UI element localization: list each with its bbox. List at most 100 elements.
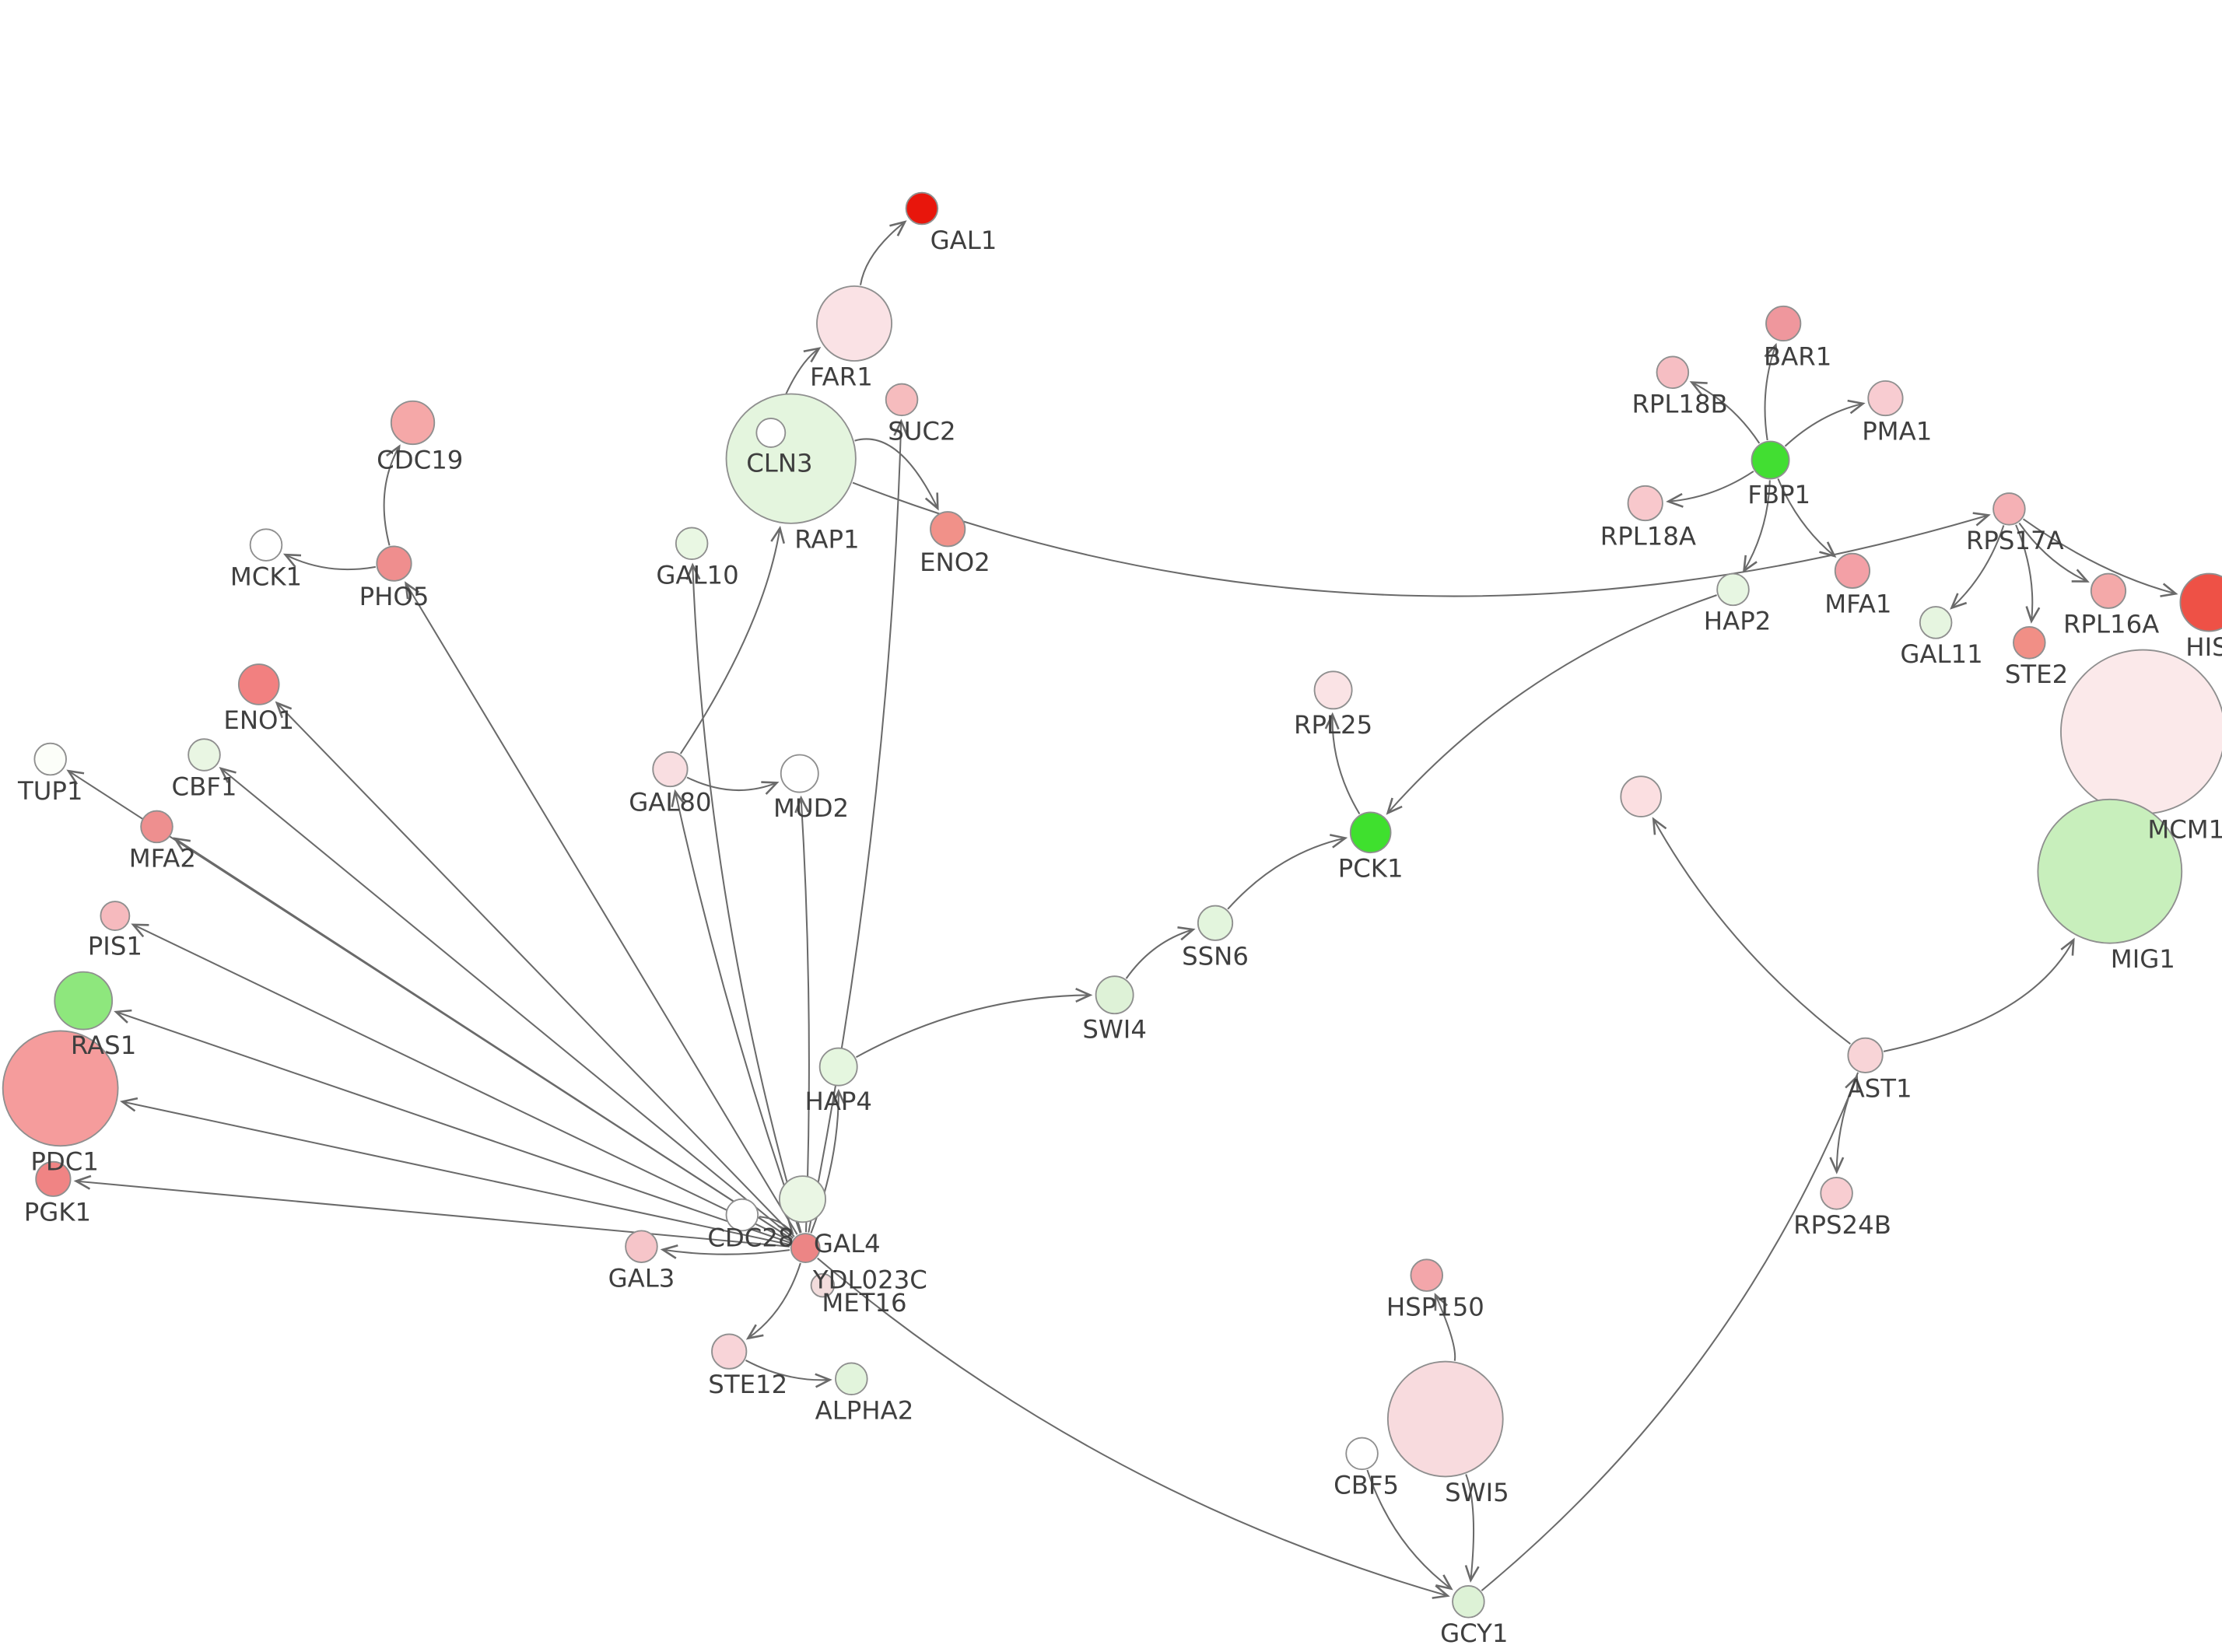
node-label-SUC2: SUC2 [888,417,955,446]
node-PMA1[interactable] [1867,380,1904,417]
node-CBF5[interactable] [1345,1437,1379,1471]
node-FAR1[interactable] [816,285,893,362]
edge-GAL4-SUC2 [808,418,909,1233]
edge-FBP1-RPL18B [1689,381,1761,444]
node-GCY1[interactable] [1452,1585,1485,1619]
node-SSN6[interactable] [1197,905,1234,941]
node-GAL1[interactable] [905,191,939,226]
node-YDL023C[interactable] [778,1175,826,1223]
node-ENO1[interactable] [237,663,280,705]
node-TUP1[interactable] [33,742,67,776]
node-HIS4[interactable] [2179,572,2222,632]
node-NODE_A[interactable] [1620,775,1662,817]
node-label-HIS4: HIS4 [2185,632,2222,662]
node-label-GAL1: GAL1 [931,226,997,255]
edge-GAL4-GAL3 [660,1244,790,1259]
edge-CDC28-GAL4 [759,1216,794,1235]
node-CDC28[interactable] [725,1198,759,1232]
node-GAL3[interactable] [625,1230,658,1263]
edge-AST1-NODE_A [1652,817,1851,1045]
node-RPS24B[interactable] [1820,1177,1853,1210]
node-label-FBP1: FBP1 [1747,480,1810,509]
edge-SWI5-HSP150 [1434,1293,1456,1361]
node-label-PGK1: PGK1 [24,1197,91,1227]
edge-GAL4-GCY1 [817,1257,1450,1599]
node-RPL18A[interactable] [1627,485,1663,522]
node-RPS17A[interactable] [1992,492,2026,526]
node-GAL4[interactable] [790,1233,821,1263]
node-RAS1[interactable] [54,971,114,1031]
edge-SWI5-GCY1 [1464,1474,1480,1583]
node-MFA1[interactable] [1834,552,1871,589]
node-STE2[interactable] [2013,626,2046,660]
node-label-SWI4: SWI4 [1082,1015,1147,1045]
edge-HAP2-PCK1 [1386,594,1717,815]
edge-FAR1-GAL1 [859,220,907,285]
node-label-RPL18A: RPL18A [1600,522,1696,551]
node-FBP1[interactable] [1751,440,1790,480]
edge-FBP1-RPL18A [1666,471,1754,508]
node-MCK1[interactable] [249,528,283,562]
edge-PHO5-CDC19 [383,444,401,546]
node-MUD2[interactable] [780,754,819,793]
node-CLN3[interactable] [755,418,787,448]
node-RAP1[interactable] [725,393,857,524]
node-SWI5[interactable] [1386,1360,1504,1478]
node-PGK1[interactable] [35,1160,72,1197]
edge-GAL4-MFA2 [173,837,793,1241]
node-label-MFA2: MFA2 [129,844,196,873]
node-label-SWI5: SWI5 [1445,1478,1509,1507]
edge-HAP4-SWI4 [855,988,1093,1059]
edge-RAP1-RPS17A [852,481,1991,597]
node-CBF1[interactable] [188,738,221,772]
node-HAP4[interactable] [818,1047,858,1087]
node-SWI4[interactable] [1095,975,1134,1015]
node-PDC1[interactable] [2,1030,119,1147]
edge-AST1-RPS24B [1829,1072,1859,1174]
edge-GAL4-CBF1 [219,767,794,1239]
node-label-HAP2: HAP2 [1704,607,1771,636]
edge-GAL4-RAS1 [114,1009,791,1244]
node-SUC2[interactable] [885,383,919,417]
edge-PHO5-MCK1 [282,553,377,571]
node-label-PHO5: PHO5 [359,582,429,611]
node-layer [2,191,2222,1619]
node-MCM1[interactable] [2060,649,2222,815]
node-RPL18B[interactable] [1656,355,1690,390]
node-AST1[interactable] [1847,1037,1884,1073]
node-MET16[interactable] [810,1272,836,1298]
node-STE12[interactable] [711,1333,748,1370]
node-PIS1[interactable] [100,901,131,931]
node-PHO5[interactable] [376,545,412,582]
edge-GAL4-PHO5 [405,581,798,1235]
node-ALPHA2[interactable] [835,1362,868,1396]
node-PCK1[interactable] [1349,811,1392,854]
edge-GAL4-STE12 [745,1262,801,1340]
node-label-TUP1: TUP1 [17,776,82,806]
node-RPL16A[interactable] [2090,572,2127,609]
node-RPL25[interactable] [1313,670,1353,710]
node-HAP2[interactable] [1716,572,1750,607]
node-MIG1[interactable] [2037,798,2183,944]
node-ENO2[interactable] [930,511,966,548]
node-label-PCK1: PCK1 [1338,854,1404,884]
node-BAR1[interactable] [1765,305,1802,342]
node-label-FAR1: FAR1 [810,362,873,391]
node-label-SSN6: SSN6 [1182,941,1249,971]
edge-GCY1-AST1 [1481,1074,1859,1591]
edge-FBP1-MFA1 [1777,478,1837,558]
node-GAL80[interactable] [652,751,689,788]
node-label-GAL3: GAL3 [608,1263,675,1293]
node-GAL10[interactable] [675,527,709,561]
edge-GAL4-GAL80 [671,789,801,1234]
node-CDC19[interactable] [390,400,436,446]
edge-CBF5-GCY1 [1366,1469,1453,1591]
node-label-RPS17A: RPS17A [1966,526,2064,555]
node-label-PIS1: PIS1 [88,931,142,961]
edge-FBP1-PMA1 [1784,399,1866,447]
node-MFA2[interactable] [140,810,173,844]
node-label-HSP150: HSP150 [1386,1292,1484,1321]
node-GAL11[interactable] [1919,606,1953,639]
node-HSP150[interactable] [1410,1258,1444,1292]
